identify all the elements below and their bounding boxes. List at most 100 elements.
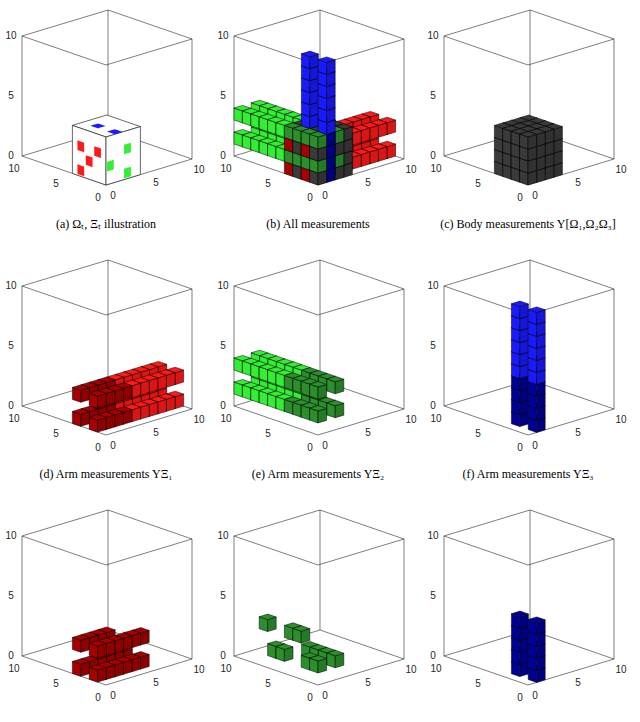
axis-tick-label: 0: [517, 443, 523, 453]
axis-box-edge: [108, 510, 109, 630]
axis-tick-label: 10: [220, 164, 231, 174]
axis-box-edge: [404, 289, 405, 409]
subfigure-caption: (e) Arm measurements YΞ₂: [252, 467, 384, 481]
axis-tick-label: 5: [575, 678, 581, 688]
entry-mark: [107, 129, 122, 134]
axis-box-edge: [22, 286, 23, 406]
axis-tick-label: 5: [430, 591, 436, 601]
voxel-plot: [22, 10, 192, 185]
axis-box-edge: [318, 289, 404, 315]
axis-box-edge: [108, 10, 109, 130]
axis-box-edge: [234, 286, 318, 315]
voxel-face: [520, 132, 537, 138]
axis-box-edge: [528, 289, 614, 315]
axis-tick-label: 5: [265, 429, 271, 439]
axis-tick-label: 10: [217, 31, 228, 41]
entry-mark: [77, 140, 84, 152]
axis-box-edge: [614, 39, 615, 159]
axis-box-edge: [530, 380, 614, 409]
axis-tick-label: 10: [615, 415, 626, 425]
axis-tick-label: 10: [430, 664, 441, 674]
entry-mark: [90, 123, 105, 128]
axis-tick-label: 0: [532, 191, 538, 201]
axis-tick-label: 10: [427, 531, 438, 541]
axis-tick-label: 5: [575, 178, 581, 188]
voxel-face: [301, 51, 318, 57]
voxel-face: [72, 409, 89, 415]
voxel-face: [327, 400, 344, 406]
axis-tick-label: 0: [307, 443, 313, 453]
axis-box-edge: [320, 260, 404, 289]
axis-tick-label: 0: [517, 693, 523, 703]
axis-tick-label: 10: [430, 164, 441, 174]
axis-tick-label: 10: [217, 281, 228, 291]
voxel-plot: [444, 260, 614, 435]
axis-tick-label: 10: [220, 414, 231, 424]
axis-box-edge: [530, 510, 614, 539]
axis-box-edge: [320, 510, 404, 539]
voxel-face: [327, 376, 344, 382]
axis-tick-label: 10: [193, 165, 204, 175]
axis-tick-label: 10: [193, 665, 204, 675]
entry-mark: [77, 164, 84, 176]
axis-tick-label: 5: [53, 179, 59, 189]
axis-tick-label: 5: [365, 428, 371, 438]
entry-mark: [86, 155, 93, 167]
body-cube-face: [106, 127, 140, 185]
voxel-plot: [234, 510, 404, 685]
axis-tick-label: 10: [5, 31, 16, 41]
axis-tick-label: 5: [8, 591, 14, 601]
axis-tick-label: 0: [307, 193, 313, 203]
axis-tick-label: 0: [95, 193, 101, 203]
axis-box-edge: [22, 656, 106, 685]
body-cube-face: [72, 125, 106, 185]
axis-box-edge: [106, 289, 192, 315]
axis-tick-label: 10: [615, 165, 626, 175]
axis-box-edge: [234, 656, 318, 685]
axis-tick-label: 5: [153, 678, 159, 688]
axis-tick-label: 0: [430, 151, 436, 161]
axis-box-edge: [528, 539, 614, 565]
voxel-plot: [444, 10, 614, 185]
axis-tick-label: 10: [405, 165, 416, 175]
voxel-face: [511, 611, 528, 617]
axis-box-edge: [320, 10, 404, 39]
axis-box-edge: [234, 260, 320, 286]
axis-tick-label: 10: [193, 415, 204, 425]
axis-box-edge: [614, 289, 615, 409]
axis-box-edge: [444, 536, 528, 565]
axis-box-edge: [234, 406, 318, 435]
axis-tick-label: 10: [405, 415, 416, 425]
axis-tick-label: 5: [53, 679, 59, 689]
subfigure-caption: (a) Ωₜ, Ξₜ illustration: [56, 217, 156, 231]
axis-tick-label: 0: [322, 691, 328, 701]
axis-tick-label: 10: [405, 665, 416, 675]
axis-box-edge: [234, 10, 320, 36]
voxel-face: [327, 650, 344, 656]
voxel-face: [310, 382, 327, 388]
axis-box-edge: [234, 536, 235, 656]
subfigure-caption: (c) Body measurements Y[Ω₁,Ω₂Ω₃]: [440, 217, 615, 231]
axis-box-edge: [22, 286, 106, 315]
axis-tick-label: 10: [427, 31, 438, 41]
axis-box-edge: [22, 10, 108, 36]
axis-box-edge: [22, 260, 108, 286]
axis-tick-label: 10: [430, 414, 441, 424]
axis-box-edge: [108, 260, 192, 289]
axis-box-edge: [22, 36, 23, 156]
entry-mark: [94, 146, 101, 158]
axis-tick-label: 5: [220, 591, 226, 601]
axis-tick-label: 10: [8, 414, 19, 424]
entry-mark: [124, 143, 131, 155]
axis-tick-label: 5: [430, 341, 436, 351]
axis-box-edge: [318, 539, 404, 565]
voxel-face: [310, 406, 327, 412]
axis-tick-label: 5: [220, 341, 226, 351]
axis-tick-label: 10: [615, 665, 626, 675]
axis-box-edge: [318, 39, 404, 65]
axis-tick-label: 5: [153, 178, 159, 188]
axis-box-edge: [530, 10, 531, 130]
voxel-face: [89, 641, 106, 647]
